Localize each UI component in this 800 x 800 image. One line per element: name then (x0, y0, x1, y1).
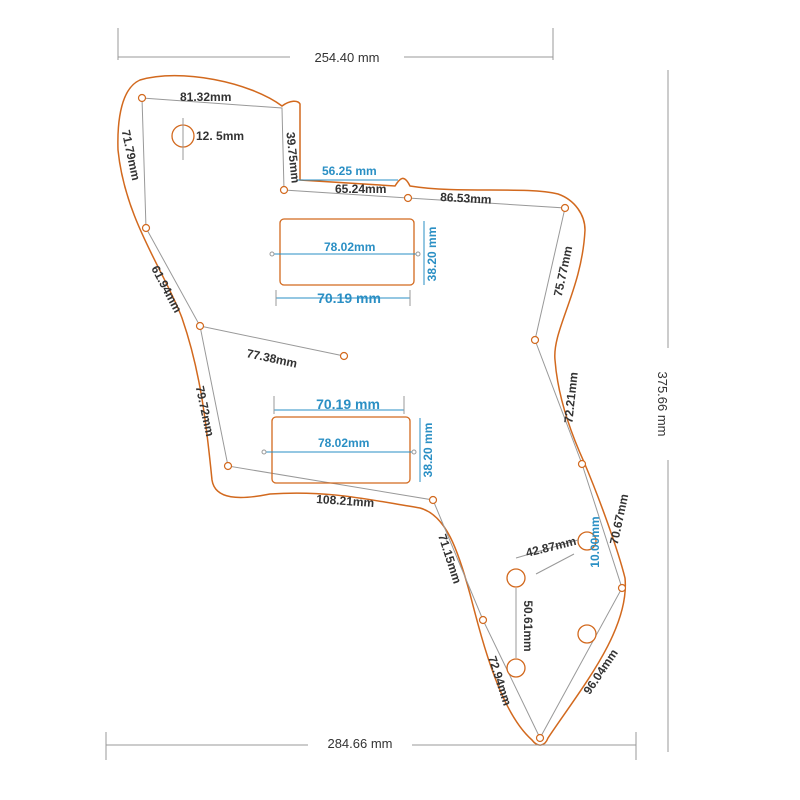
screw-hole (530, 335, 540, 345)
lower-pickup-spacing-label: 70.19 mm (316, 396, 380, 412)
bottom-width-label: 284.66 mm (327, 736, 392, 751)
screw-hole (137, 93, 147, 103)
lower-pickup-cutout (261, 396, 421, 484)
lower-pickup-height-label: 38.20 mm (421, 423, 435, 478)
screw-hole (141, 223, 151, 233)
screw-hole (339, 351, 349, 361)
screw-hole (195, 321, 205, 331)
screw-hole (617, 583, 627, 593)
edge-label-bottom-right: 96.04mm (581, 647, 621, 697)
edge-label-diagonal: 77.38mm (245, 346, 298, 370)
screw-hole (279, 185, 289, 195)
edge-label-notch-inner: 56.25 mm (322, 164, 377, 178)
upper-pickup-spacing-label: 70.19 mm (317, 290, 381, 306)
control-hole (506, 658, 526, 678)
screw-hole (560, 203, 570, 213)
screw-diameter-label: 12. 5mm (196, 129, 244, 143)
control-hole (577, 624, 597, 644)
screw-hole (223, 461, 233, 471)
large-hole (171, 118, 195, 160)
upper-pickup-cutout (269, 218, 425, 306)
screw-holes (137, 93, 627, 743)
edge-label-right-middle: 72.21mm (561, 371, 580, 424)
top-width-label: 254.40 mm (314, 50, 379, 65)
lower-pickup-length-label: 78.02mm (318, 436, 369, 450)
control-b-label: 10.00mm (588, 516, 602, 567)
control-guide-lines (515, 539, 579, 658)
screw-hole (428, 495, 438, 505)
upper-pickup-height-label: 38.20 mm (425, 227, 439, 282)
screw-hole (478, 615, 488, 625)
overall-dimension-lines (105, 28, 669, 760)
screw-hole (535, 733, 545, 743)
edge-label-top-left: 81.32mm (180, 90, 231, 104)
edge-label-lower-inner: 71.15mm (435, 532, 464, 585)
screw-hole (577, 459, 587, 469)
edge-label-waist: 108.21mm (316, 492, 375, 510)
edge-label-notch-base: 65.24mm (335, 182, 386, 196)
edge-label-right-lower: 70.67mm (607, 493, 631, 546)
screw-hole (403, 193, 413, 203)
control-hole (506, 568, 526, 588)
control-holes (506, 531, 597, 678)
edge-label-top-right: 86.53mm (440, 190, 492, 207)
control-c-label: 50.61mm (521, 600, 535, 651)
edge-label-notch-depth: 39.75mm (283, 131, 302, 184)
pickguard-outline (117, 74, 627, 746)
control-hole (577, 531, 597, 551)
height-label: 375.66 mm (655, 371, 670, 436)
upper-pickup-length-label: 78.02mm (324, 240, 375, 254)
